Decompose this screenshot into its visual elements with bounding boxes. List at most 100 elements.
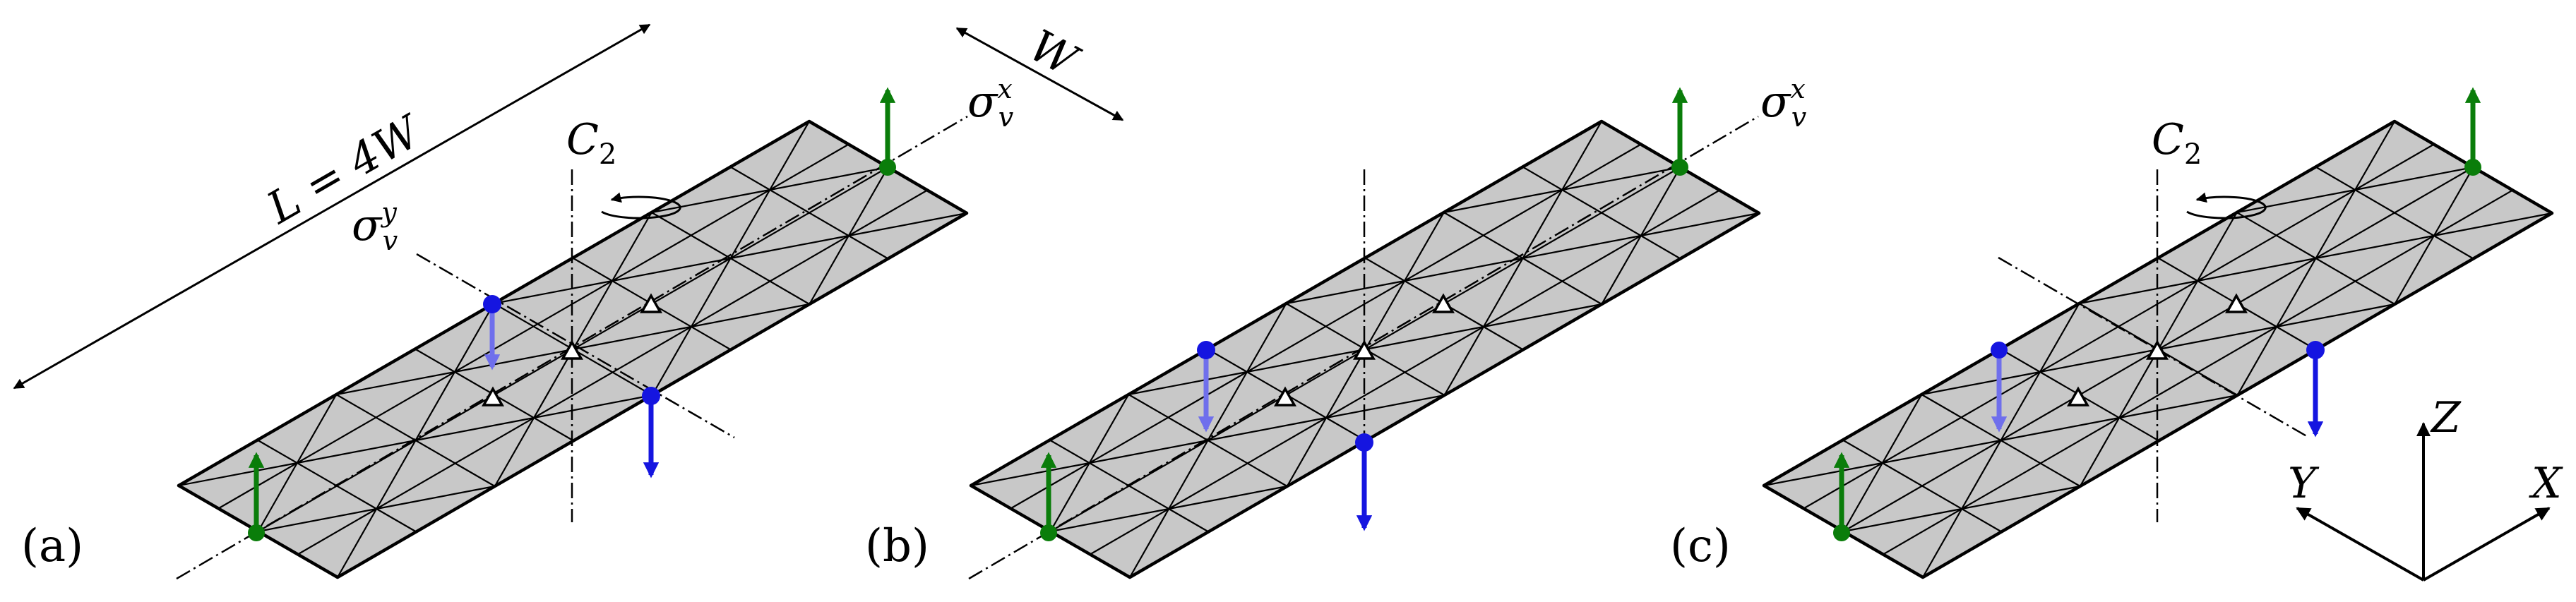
mesh-edge: [1881, 439, 2002, 464]
symmetric-nodes: [482, 293, 662, 407]
c2-label: C2: [2152, 115, 2202, 171]
mesh-edge: [1961, 439, 2002, 510]
panel-label: (a): [21, 520, 83, 572]
mesh-edge: [2433, 212, 2553, 237]
panel-c: (c) C2 Z X Y: [1670, 87, 2563, 582]
mesh-edge: [2275, 257, 2317, 328]
y-axis-label: Y: [2288, 459, 2320, 508]
plate-outline: [969, 119, 1761, 579]
mesh-edge: [2039, 302, 2080, 373]
mesh-edge: [1168, 485, 1288, 510]
mesh-edge: [1561, 166, 1681, 191]
mesh-edge: [1443, 325, 1485, 397]
mesh-edge: [769, 120, 811, 191]
node-triangle-icon: [1274, 386, 1296, 407]
blue-load-vectors: [1991, 341, 2325, 438]
mesh-edge: [1522, 234, 1642, 260]
panel-label: (b): [865, 520, 929, 572]
width-dimension-arrow: [955, 27, 1124, 121]
mesh-edge: [1246, 302, 1287, 373]
mesh-edge: [257, 507, 378, 533]
mesh-edge: [729, 234, 849, 260]
mesh-edge: [847, 166, 889, 237]
mesh-edge: [2394, 234, 2435, 306]
green-node: [1040, 524, 1057, 541]
blue-node: [2306, 341, 2325, 359]
mesh-edge: [2315, 234, 2435, 260]
mesh-edge: [376, 439, 417, 510]
mesh-edge: [2118, 394, 2238, 419]
mesh-edge: [494, 416, 535, 488]
mesh-edge: [296, 393, 338, 464]
node-triangle-icon: [482, 386, 504, 407]
node-triangle-icon: [1353, 339, 1376, 360]
mesh-edge: [2433, 166, 2474, 237]
blue-node: [1991, 342, 2008, 359]
mesh-edge: [2196, 257, 2317, 282]
mesh-edge: [1522, 188, 1563, 260]
green-load-vectors: [1833, 87, 2481, 541]
node-triangle-icon: [2146, 339, 2169, 360]
mesh-edge: [769, 166, 889, 191]
mesh-edge: [532, 394, 653, 419]
mesh-edge: [1049, 462, 1090, 533]
mesh-edge: [2157, 279, 2199, 351]
blue-node: [483, 295, 501, 313]
mesh-edge: [2000, 416, 2121, 442]
mesh-edge: [2157, 325, 2278, 351]
mesh-edge: [1168, 439, 1209, 510]
width-label: W: [1021, 20, 1087, 88]
mesh-edge: [690, 303, 811, 328]
green-load-vectors: [248, 87, 896, 541]
mesh-edge: [2079, 416, 2121, 488]
mesh-edge: [809, 234, 849, 306]
mesh-edge: [1286, 416, 1328, 488]
blue-load-vectors: [1197, 341, 1373, 531]
blue-node: [642, 387, 660, 405]
mesh-edge: [1601, 234, 1642, 306]
c2-label: C2: [566, 115, 616, 171]
mesh-edge: [2315, 188, 2356, 260]
mesh-edge: [1246, 348, 1366, 373]
mesh-edge: [1010, 143, 1642, 510]
mesh-edge: [2039, 348, 2159, 373]
mesh-edge: [1961, 485, 2081, 510]
mesh-edge: [847, 212, 968, 237]
mesh-edge: [2236, 188, 2356, 214]
blue-node: [1355, 433, 1373, 452]
mesh-edge: [1364, 279, 1406, 351]
mesh-edge: [2000, 371, 2041, 442]
mesh-edge: [1088, 439, 1209, 464]
mesh-edge: [296, 439, 417, 464]
mesh-edge: [1921, 371, 2041, 396]
green-node: [879, 159, 896, 176]
mesh-edge: [1482, 257, 1524, 328]
green-node: [1833, 524, 1850, 541]
node-triangle-icon: [640, 293, 662, 313]
x-axis-label: X: [2529, 459, 2563, 508]
mesh-edge: [1482, 303, 1603, 328]
mesh-edge: [1325, 394, 1445, 419]
mesh-edge: [1128, 371, 1248, 396]
mesh-edge: [1089, 189, 1721, 555]
mesh-edge: [1128, 507, 1170, 579]
mesh-edge: [1842, 507, 1963, 533]
mesh-edge: [650, 188, 771, 214]
mesh-edge: [1088, 393, 1130, 464]
mesh-edge: [2078, 279, 2199, 305]
x-axis-arrow: [2423, 507, 2551, 582]
mesh-edge: [1640, 166, 1681, 237]
mesh-edge: [1207, 371, 1248, 442]
plate-outline: [1762, 119, 2554, 579]
mesh-edge: [177, 462, 298, 487]
green-load-vectors: [1040, 87, 1688, 541]
node-triangle-icon: [1432, 293, 1455, 313]
node-triangle-icon: [2067, 386, 2089, 407]
mesh-edge: [1443, 188, 1563, 214]
